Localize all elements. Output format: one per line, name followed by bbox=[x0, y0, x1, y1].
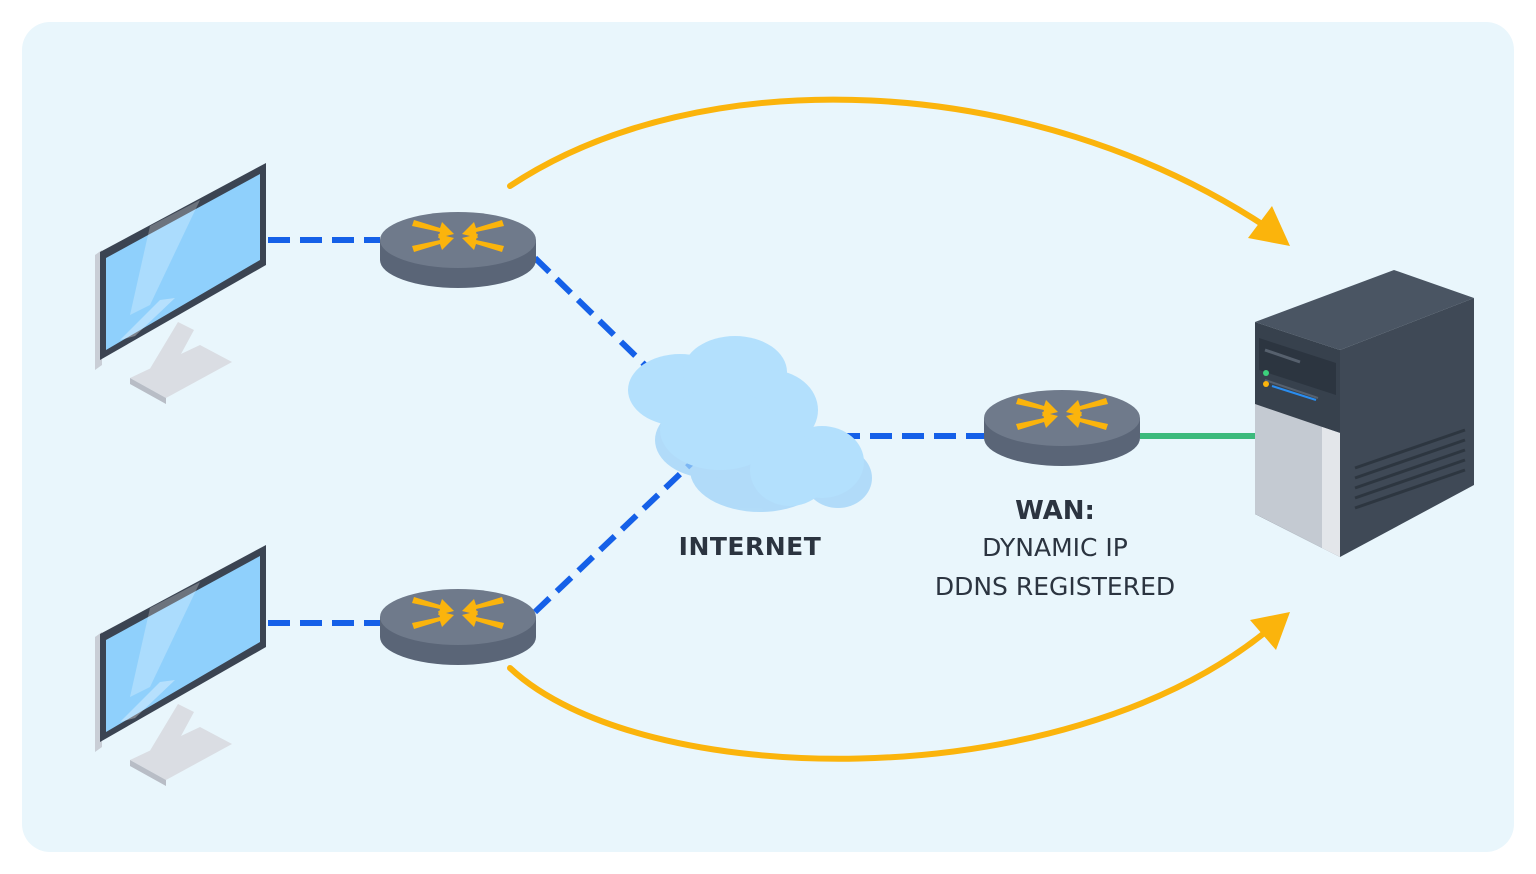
link-router-top-internet bbox=[532, 255, 653, 373]
router-arrows-icon bbox=[412, 597, 504, 629]
client-monitor-top bbox=[95, 163, 266, 404]
wan-dynamic-ip: DYNAMIC IP bbox=[982, 533, 1128, 562]
router-bottom bbox=[380, 589, 536, 665]
router-top bbox=[380, 212, 536, 288]
arrow-top-curve bbox=[507, 96, 1290, 246]
router-wan bbox=[984, 390, 1140, 466]
router-arrows-icon bbox=[1016, 398, 1108, 430]
wan-ddns-registered: DDNS REGISTERED bbox=[934, 572, 1176, 601]
client-monitor-bottom bbox=[95, 545, 266, 786]
wan-label-block: WAN: DYNAMIC IP DDNS REGISTERED bbox=[905, 494, 1205, 606]
internet-label: INTERNET bbox=[678, 532, 822, 561]
router-arrows-icon bbox=[412, 220, 504, 252]
wan-title: WAN: bbox=[1015, 496, 1095, 526]
arrow-bottom-curve bbox=[507, 612, 1290, 762]
internet-cloud bbox=[628, 336, 872, 512]
link-router-bottom-internet bbox=[532, 452, 703, 615]
server bbox=[1255, 270, 1474, 557]
